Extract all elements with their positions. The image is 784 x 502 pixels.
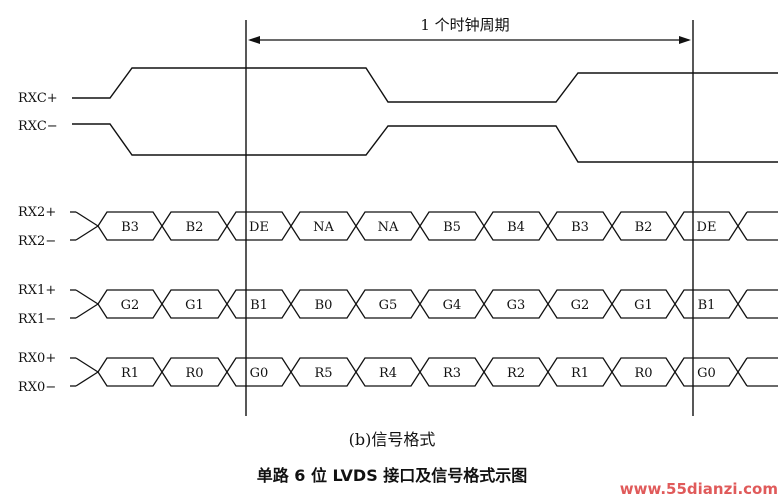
- lane-cell-label: R5: [314, 366, 332, 381]
- period-label: 1 个时钟周期: [420, 16, 509, 34]
- lane-crossover: [75, 289, 99, 305]
- lane-cell-label: R4: [379, 366, 397, 381]
- lane-crossover: [75, 303, 99, 319]
- clock-pos-label: RXC+: [18, 91, 58, 106]
- lane-tail: [737, 211, 748, 227]
- lane-cell-label: G2: [571, 298, 590, 313]
- lane-cell-label: R1: [571, 366, 589, 381]
- figure-caption: 单路 6 位 LVDS 接口及信号格式示图: [256, 466, 528, 485]
- lane-tail: [737, 357, 748, 373]
- lane-tail: [737, 225, 748, 241]
- lane-0: RX2+ RX2− B3 B2 DE NA NA B5 B4 B3 B2 DE: [18, 205, 778, 249]
- lane-cell-label: DE: [697, 220, 717, 235]
- lane-pos-label: RX1+: [18, 283, 56, 298]
- lane-1: RX1+ RX1− G2 G1 B1 B0 G5 G4 G3 G2 G1 B1: [18, 283, 778, 327]
- lane-cell-label: B1: [250, 298, 268, 313]
- lane-cell-label: G4: [443, 298, 462, 313]
- lane-pos-label: RX2+: [18, 205, 56, 220]
- lane-cell-label: NA: [378, 220, 399, 235]
- lane-cell-label: B2: [186, 220, 204, 235]
- lane-cell-label: G2: [121, 298, 140, 313]
- lane-crossover: [75, 211, 99, 227]
- lane-crossover: [75, 371, 99, 387]
- lane-cell-label: G3: [507, 298, 526, 313]
- lane-neg-label: RX0−: [18, 380, 56, 395]
- figure-subcaption: (b)信号格式: [348, 430, 436, 449]
- lane-cell-label: G0: [697, 366, 716, 381]
- lane-cell-label: R0: [185, 366, 203, 381]
- data-lanes: RX2+ RX2− B3 B2 DE NA NA B5 B4 B3 B2 DE RX1+ RX1− G2 G1…: [18, 205, 778, 395]
- period-arrow: [248, 36, 691, 44]
- lane-crossover: [75, 225, 99, 241]
- lane-cell-label: B5: [443, 220, 461, 235]
- lane-cell-label: B0: [315, 298, 333, 313]
- lane-tail: [737, 371, 748, 387]
- lane-pos-label: RX0+: [18, 351, 56, 366]
- lane-cell-label: B2: [635, 220, 653, 235]
- lane-tail: [737, 303, 748, 319]
- lane-cell-label: B3: [121, 220, 139, 235]
- clock-pos-waveform: [72, 67, 778, 103]
- lane-cell-label: R0: [634, 366, 652, 381]
- lane-cell-label: NA: [313, 220, 334, 235]
- timing-diagram-svg: 1 个时钟周期 RXC+ RXC− RX2+ RX2− B3 B2 DE NA NA B5 B4…: [18, 16, 778, 416]
- lane-neg-label: RX1−: [18, 312, 56, 327]
- watermark: www.55dianzi.com: [619, 480, 778, 498]
- lane-neg-label: RX2−: [18, 234, 56, 249]
- lane-cell-label: DE: [249, 220, 269, 235]
- lane-cell-label: B4: [507, 220, 525, 235]
- lane-2: RX0+ RX0− R1 R0 G0 R5 R4 R3 R2 R1 R0 G0: [18, 351, 778, 395]
- lane-cell-label: G1: [185, 298, 204, 313]
- lane-cell-label: B1: [698, 298, 716, 313]
- lane-cell-label: G0: [250, 366, 269, 381]
- lane-cell-label: R1: [121, 366, 139, 381]
- lane-cell-label: B3: [571, 220, 589, 235]
- lane-cell-label: G1: [634, 298, 653, 313]
- lane-cell-label: R2: [507, 366, 525, 381]
- lane-tail: [737, 289, 748, 305]
- clock-neg-label: RXC−: [18, 119, 58, 134]
- clock-neg-waveform: [72, 123, 778, 163]
- lane-crossover: [75, 357, 99, 373]
- lane-cell-label: R3: [443, 366, 461, 381]
- lane-cell-label: G5: [379, 298, 398, 313]
